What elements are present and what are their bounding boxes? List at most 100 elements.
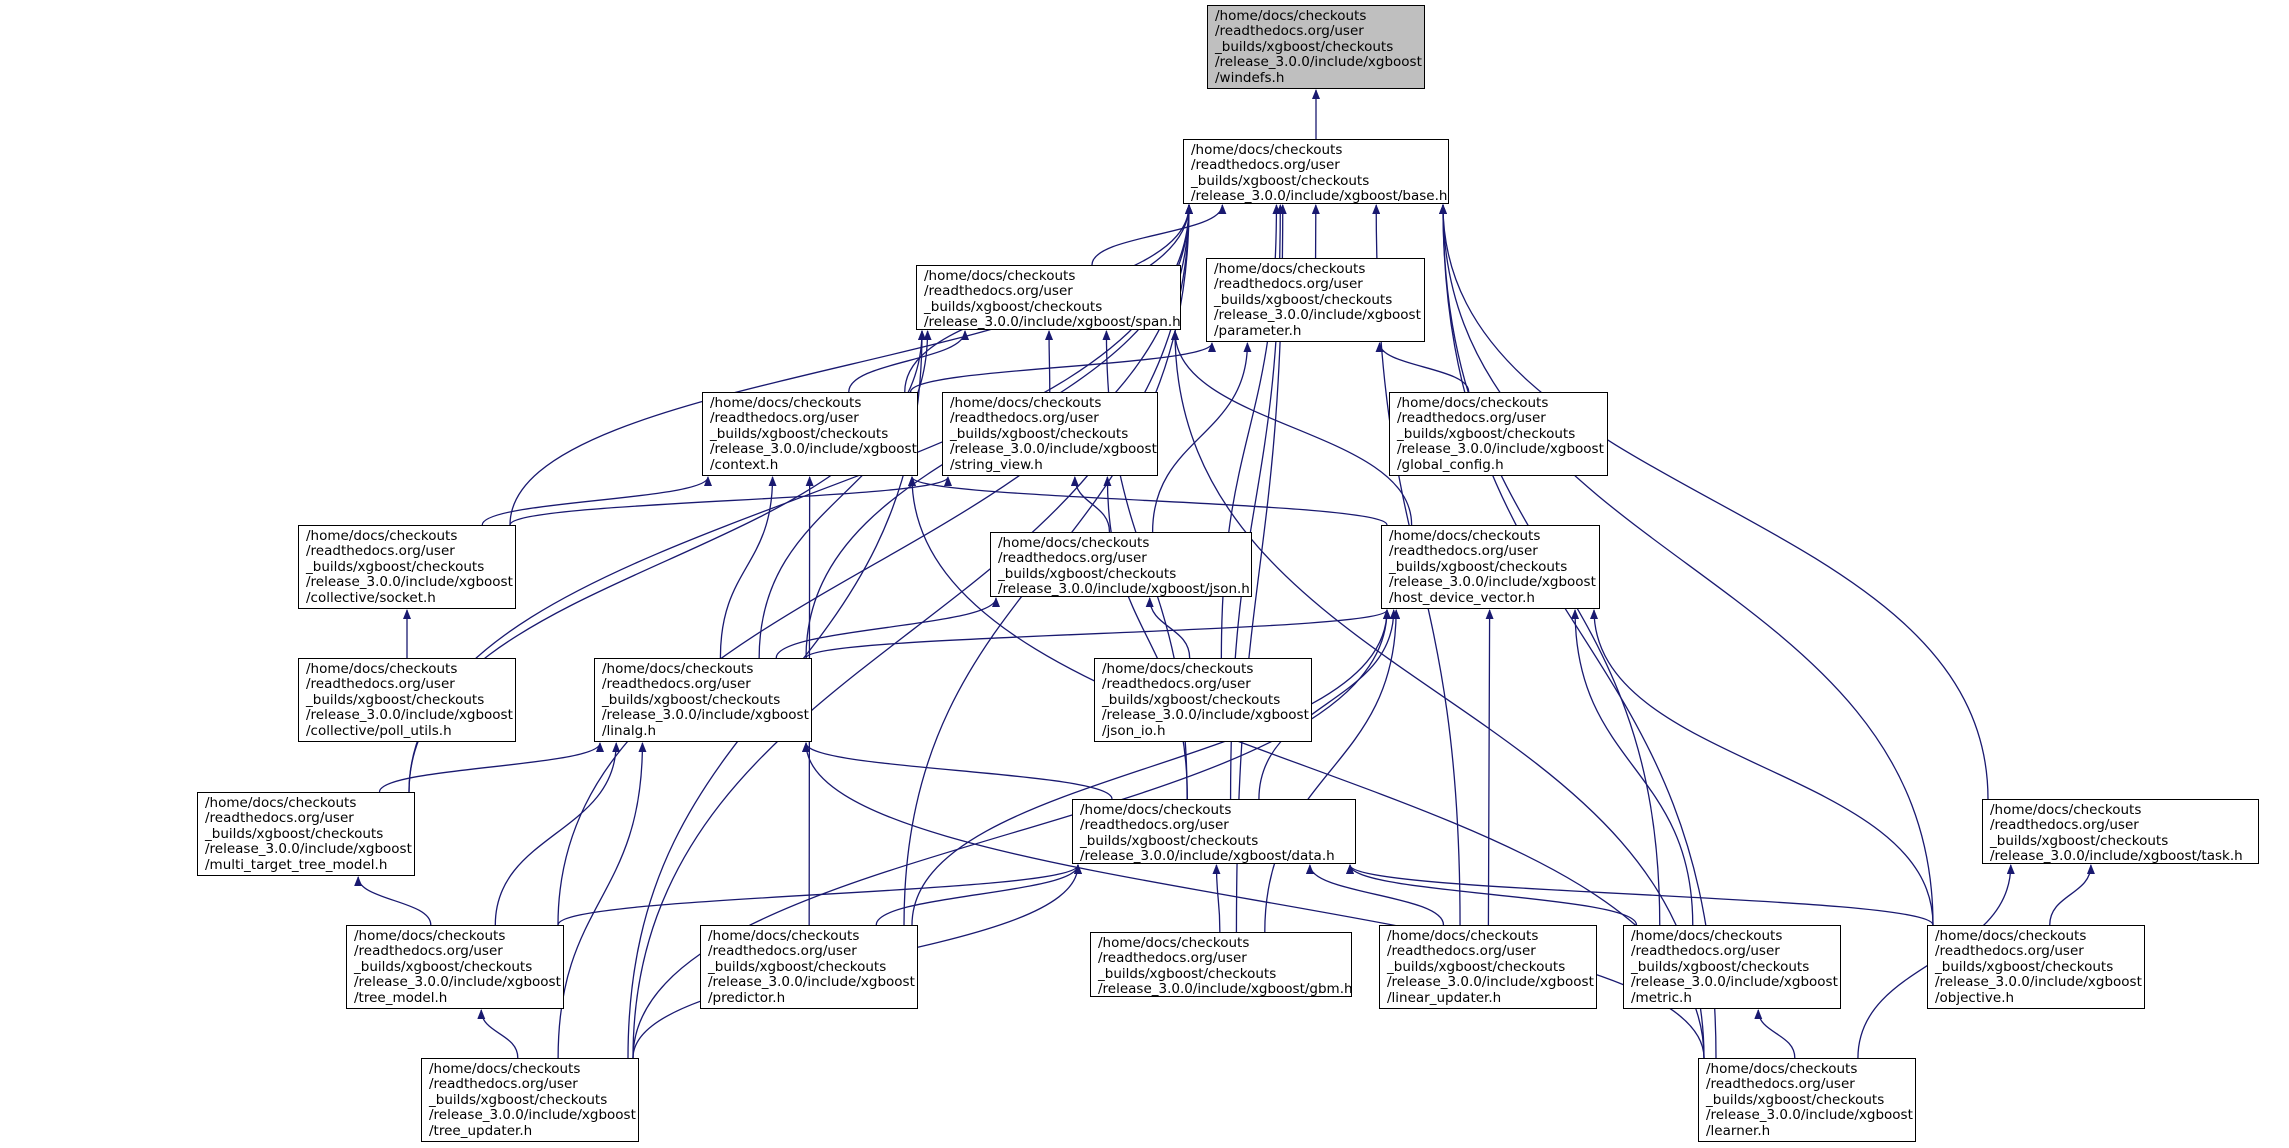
edge-learner-to-metric — [1754, 1009, 1796, 1059]
node-label-line: /readthedocs.org/user — [1214, 276, 1363, 293]
node-label-line: /release_3.0.0/include/xgboost — [1215, 54, 1422, 71]
edge-objective-to-host-device-vector — [1590, 609, 1934, 926]
node-label-line: /release_3.0.0/include/xgboost — [205, 841, 412, 858]
node-label-line: /string_view.h — [950, 456, 1043, 473]
node-windefs[interactable]: /home/docs/checkouts/readthedocs.org/use… — [1207, 5, 1425, 89]
node-label-line: /readthedocs.org/user — [1935, 943, 2084, 960]
node-label-line: _builds/xgboost/checkouts — [1387, 958, 1566, 975]
node-label-line: /release_3.0.0/include/xgboost — [1102, 707, 1309, 724]
node-gbm[interactable]: /home/docs/checkouts/readthedocs.org/use… — [1090, 932, 1352, 997]
node-label-line: /release_3.0.0/include/xgboost — [602, 707, 809, 724]
node-label-line: /readthedocs.org/user — [429, 1076, 578, 1093]
node-label-line: _builds/xgboost/checkouts — [1080, 832, 1259, 849]
node-label-line: /home/docs/checkouts — [1102, 661, 1254, 677]
node-label-line: _builds/xgboost/checkouts — [1191, 172, 1370, 189]
node-task[interactable]: /home/docs/checkouts/readthedocs.org/use… — [1982, 799, 2259, 864]
node-label-line: /readthedocs.org/user — [998, 550, 1147, 567]
node-json[interactable]: /home/docs/checkouts/readthedocs.org/use… — [990, 532, 1252, 597]
node-label-line: _builds/xgboost/checkouts — [602, 691, 781, 708]
node-poll-utils[interactable]: /home/docs/checkouts/readthedocs.org/use… — [298, 658, 516, 742]
edge-json-to-parameter — [1151, 342, 1252, 533]
edge-tree-updater-to-base — [632, 204, 1193, 1059]
node-predictor[interactable]: /home/docs/checkouts/readthedocs.org/use… — [700, 925, 918, 1009]
edge-context-to-parameter — [909, 342, 1216, 393]
node-label-line: _builds/xgboost/checkouts — [306, 691, 485, 708]
node-host-device-vector[interactable]: /home/docs/checkouts/readthedocs.org/use… — [1381, 525, 1600, 609]
node-label-line: /release_3.0.0/include/xgboost/gbm.h — [1098, 981, 1352, 997]
node-multi-target-tree-model[interactable]: /home/docs/checkouts/readthedocs.org/use… — [197, 792, 415, 876]
node-span[interactable]: /home/docs/checkouts/readthedocs.org/use… — [916, 265, 1181, 330]
edge-data-to-linalg — [802, 742, 1113, 800]
node-label-line: /home/docs/checkouts — [710, 395, 862, 411]
node-context[interactable]: /home/docs/checkouts/readthedocs.org/use… — [702, 392, 918, 476]
node-label-line: /objective.h — [1935, 989, 2015, 1006]
node-label-line: /home/docs/checkouts — [306, 661, 458, 677]
node-linear-updater[interactable]: /home/docs/checkouts/readthedocs.org/use… — [1379, 925, 1597, 1009]
node-linalg[interactable]: /home/docs/checkouts/readthedocs.org/use… — [594, 658, 812, 742]
node-label-line: /readthedocs.org/user — [1706, 1076, 1855, 1093]
node-label-line: _builds/xgboost/checkouts — [1389, 558, 1568, 575]
edge-data-to-string-view — [1103, 476, 1188, 800]
node-objective[interactable]: /home/docs/checkouts/readthedocs.org/use… — [1927, 925, 2145, 1009]
node-json-io[interactable]: /home/docs/checkouts/readthedocs.org/use… — [1094, 658, 1312, 742]
node-global-config[interactable]: /home/docs/checkouts/readthedocs.org/use… — [1389, 392, 1608, 476]
node-label-line: /readthedocs.org/user — [950, 410, 1099, 427]
node-label-line: /home/docs/checkouts — [950, 395, 1102, 411]
node-learner[interactable]: /home/docs/checkouts/readthedocs.org/use… — [1698, 1058, 1916, 1142]
node-metric[interactable]: /home/docs/checkouts/readthedocs.org/use… — [1623, 925, 1841, 1009]
node-label-line: /home/docs/checkouts — [354, 928, 506, 944]
node-label-line: /tree_updater.h — [429, 1122, 533, 1139]
node-label-line: _builds/xgboost/checkouts — [354, 958, 533, 975]
node-label-line: /home/docs/checkouts — [924, 268, 1076, 284]
node-label-line: /home/docs/checkouts — [1215, 8, 1367, 24]
node-parameter[interactable]: /home/docs/checkouts/readthedocs.org/use… — [1206, 258, 1425, 342]
node-label-line: /readthedocs.org/user — [1631, 943, 1780, 960]
edge-tree-updater-to-host-device-vector — [632, 609, 1391, 1059]
edge-linalg-to-json — [775, 597, 1000, 659]
node-label-line: /home/docs/checkouts — [1990, 802, 2142, 818]
node-string-view[interactable]: /home/docs/checkouts/readthedocs.org/use… — [942, 392, 1158, 476]
node-label-line: /context.h — [710, 456, 779, 473]
node-label-line: /parameter.h — [1214, 322, 1302, 339]
edge-socket-to-string-view — [509, 476, 952, 526]
node-label-line: /readthedocs.org/user — [1990, 817, 2139, 834]
node-label-line: /home/docs/checkouts — [205, 795, 357, 811]
edge-gbm-to-data — [1212, 864, 1221, 933]
edge-json-to-string-view — [1070, 476, 1111, 533]
node-label-line: _builds/xgboost/checkouts — [306, 558, 485, 575]
node-label-line: /home/docs/checkouts — [1631, 928, 1783, 944]
node-label-line: /windefs.h — [1215, 69, 1285, 86]
node-label-line: /learner.h — [1706, 1122, 1771, 1139]
edge-tree-model-to-base — [557, 204, 1193, 926]
edge-global-config-to-parameter — [1375, 342, 1470, 393]
node-tree-updater[interactable]: /home/docs/checkouts/readthedocs.org/use… — [421, 1058, 639, 1142]
node-label-line: /home/docs/checkouts — [602, 661, 754, 677]
node-label-line: /release_3.0.0/include/xgboost — [1214, 307, 1421, 324]
node-label-line: _builds/xgboost/checkouts — [1098, 965, 1277, 982]
node-label-line: /home/docs/checkouts — [1080, 802, 1232, 818]
node-label-line: /host_device_vector.h — [1389, 589, 1535, 606]
node-label-line: /readthedocs.org/user — [1397, 410, 1546, 427]
edge-linear-updater-to-host-device-vector — [1485, 609, 1494, 926]
edge-tree-updater-to-tree-model — [477, 1009, 519, 1059]
node-socket[interactable]: /home/docs/checkouts/readthedocs.org/use… — [298, 525, 516, 609]
node-label-line: /release_3.0.0/include/xgboost — [708, 974, 915, 991]
node-data[interactable]: /home/docs/checkouts/readthedocs.org/use… — [1072, 799, 1356, 864]
node-label-line: /metric.h — [1631, 989, 1692, 1006]
node-tree-model[interactable]: /home/docs/checkouts/readthedocs.org/use… — [346, 925, 564, 1009]
node-label-line: /global_config.h — [1397, 456, 1504, 473]
node-label-line: /predictor.h — [708, 989, 786, 1006]
node-base[interactable]: /home/docs/checkouts/readthedocs.org/use… — [1183, 139, 1449, 204]
node-label-line: /home/docs/checkouts — [1389, 528, 1541, 544]
node-label-line: /home/docs/checkouts — [1191, 142, 1343, 158]
node-label-line: /json_io.h — [1102, 722, 1166, 739]
node-label-line: /readthedocs.org/user — [1080, 817, 1229, 834]
edge-gbm-to-host-device-vector — [1264, 609, 1401, 933]
node-label-line: /readthedocs.org/user — [710, 410, 859, 427]
node-label-line: _builds/xgboost/checkouts — [205, 825, 384, 842]
edge-linalg-to-context — [719, 476, 777, 659]
node-label-line: /home/docs/checkouts — [998, 535, 1150, 551]
node-label-line: /release_3.0.0/include/xgboost — [1935, 974, 2142, 991]
node-label-line: _builds/xgboost/checkouts — [1397, 425, 1576, 442]
